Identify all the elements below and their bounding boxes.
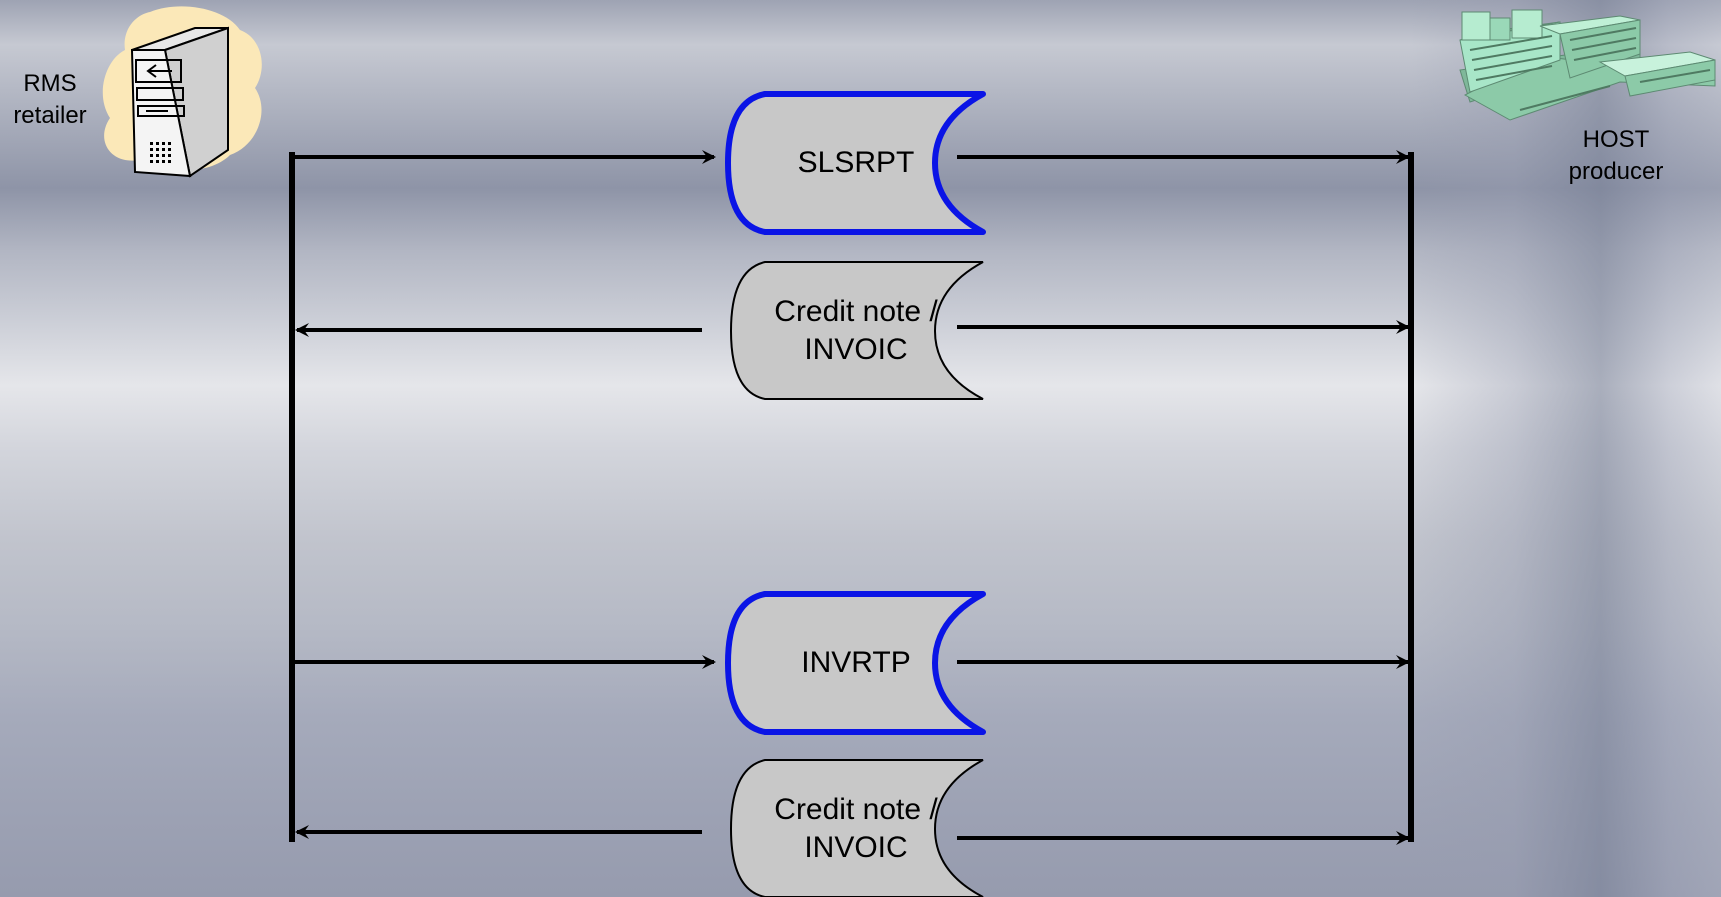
retailer-label-line1: RMS bbox=[23, 70, 77, 97]
host-label-line1: HOST bbox=[1582, 126, 1650, 153]
message-label-credit-1: Credit note / INVOIC bbox=[746, 293, 966, 369]
message-label-invrtp-line1: INVRTP bbox=[801, 646, 911, 679]
server-tower-icon bbox=[102, 6, 262, 178]
message-doc-invrtp bbox=[725, 591, 986, 735]
retailer-label-line2: retailer bbox=[13, 102, 87, 129]
message-label-credit-1-line1: Credit note / bbox=[774, 295, 938, 328]
message-label-slsrpt: SLSRPT bbox=[746, 144, 966, 182]
message-doc-slsrpt bbox=[725, 91, 986, 235]
message-doc-credit-1 bbox=[729, 261, 984, 400]
message-label-credit-1-line2: INVOIC bbox=[804, 333, 908, 366]
message-label-slsrpt-line1: SLSRPT bbox=[797, 146, 915, 179]
message-label-credit-2: Credit note / INVOIC bbox=[746, 791, 966, 867]
message-label-credit-2-line2: INVOIC bbox=[804, 831, 908, 864]
retailer-label: RMS retailer bbox=[0, 68, 100, 132]
host-label-line2: producer bbox=[1568, 158, 1664, 185]
message-label-credit-2-line1: Credit note / bbox=[774, 793, 938, 826]
factory-buildings-icon bbox=[1459, 9, 1716, 121]
message-doc-credit-2 bbox=[729, 759, 984, 897]
host-label: HOST producer bbox=[1556, 124, 1676, 188]
message-label-invrtp: INVRTP bbox=[746, 644, 966, 682]
